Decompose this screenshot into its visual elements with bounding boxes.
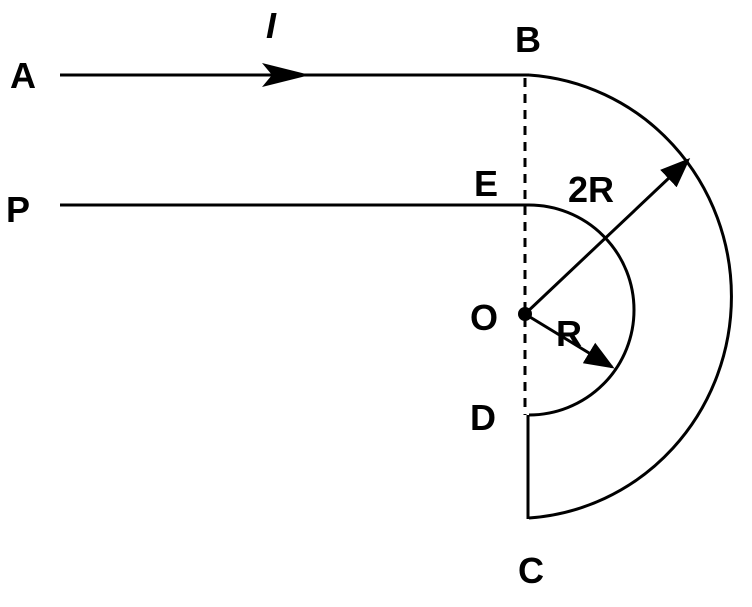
label-I: I (266, 5, 277, 46)
label-C: C (518, 550, 544, 591)
label-A: A (10, 55, 36, 96)
label-D: D (470, 397, 496, 438)
current-arrow (262, 63, 310, 87)
label-2R: 2R (568, 169, 614, 210)
label-P: P (6, 189, 30, 230)
inner-arc-E-D (528, 203, 636, 417)
label-B: B (515, 19, 541, 60)
outer-arc-B-C (528, 73, 733, 520)
radius-2R-arrow (523, 157, 691, 316)
label-E: E (474, 163, 498, 204)
label-O: O (470, 297, 498, 338)
radius-R-arrow (524, 312, 615, 369)
label-R: R (556, 313, 582, 354)
